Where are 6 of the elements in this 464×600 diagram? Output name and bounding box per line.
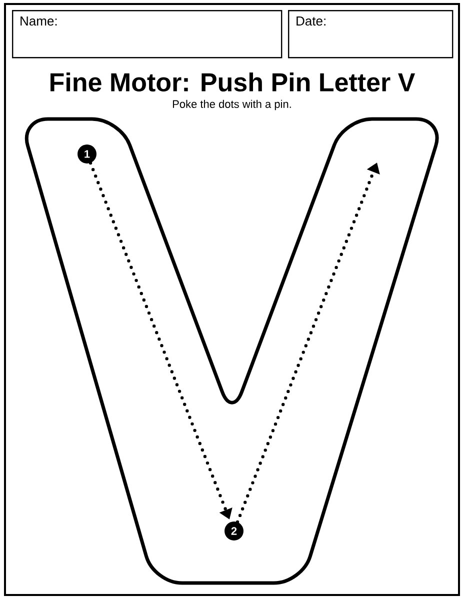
dotted-arrow [236, 162, 380, 524]
dotted-arrow [88, 161, 232, 520]
instruction-text: Poke the dots with a pin. [172, 100, 291, 110]
write-in-box: Name: [12, 10, 282, 58]
title: Fine Motor: Push Pin Letter V [50, 72, 416, 92]
write-in-box: Date: [288, 10, 454, 58]
